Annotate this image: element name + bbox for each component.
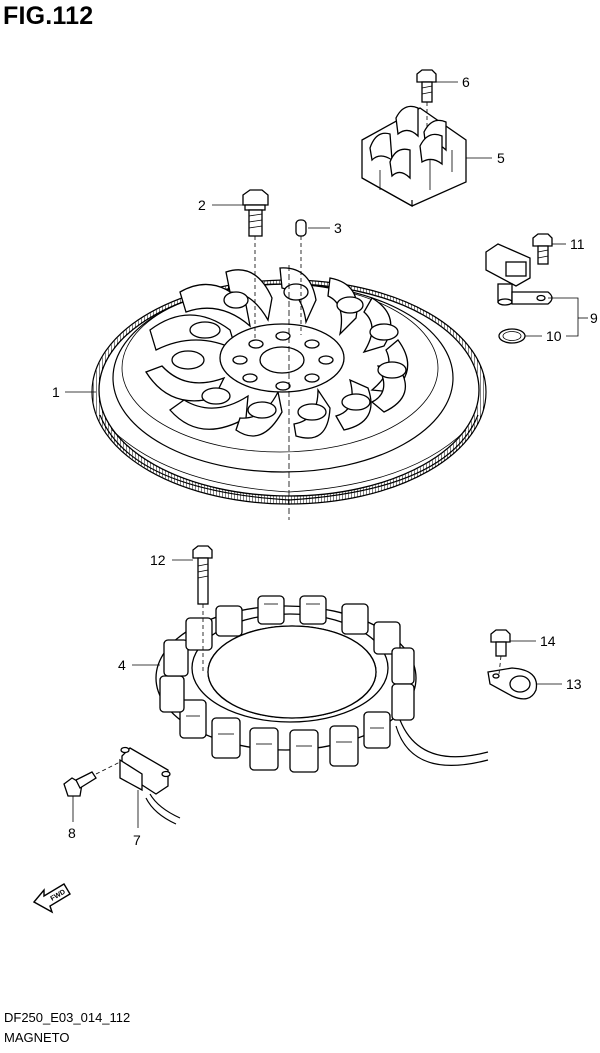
stator-coils [159, 595, 415, 773]
coil-winding-lines [186, 603, 384, 747]
leader-lines [65, 81, 588, 828]
pulser-screw-part[interactable] [63, 761, 121, 797]
flywheel-windows [171, 283, 407, 421]
figure-code: DF250_E03_014_112 [4, 1010, 131, 1025]
callout-1: 1 [52, 384, 60, 400]
figure-caption: MAGNETO [4, 1030, 70, 1045]
callout-9: 9 [590, 310, 598, 326]
stator-bolt-part[interactable] [192, 545, 213, 672]
callout-13: 13 [566, 676, 582, 692]
callout-6: 6 [462, 74, 470, 90]
callout-3: 3 [334, 220, 342, 236]
hub-bolt-holes [232, 331, 334, 391]
clamp-bolt-part[interactable] [490, 629, 511, 675]
stator-part[interactable] [155, 595, 489, 773]
wire-clamp-part[interactable] [487, 667, 538, 700]
callout-14: 14 [540, 633, 556, 649]
o-ring-part[interactable] [498, 328, 526, 344]
pulser-coil-part[interactable] [119, 746, 181, 825]
sensor-bolt-part[interactable] [532, 233, 553, 265]
holder-bolt-part[interactable] [416, 69, 437, 128]
cable-holder-part[interactable] [361, 105, 467, 208]
callout-4: 4 [118, 657, 126, 673]
callout-7: 7 [133, 832, 141, 848]
fwd-arrow-icon: FWD [32, 883, 71, 914]
callout-5: 5 [497, 150, 505, 166]
callout-11: 11 [570, 236, 585, 252]
callout-8: 8 [68, 825, 76, 841]
dowel-pin-part[interactable] [295, 219, 307, 335]
figure-title: FIG.112 [3, 2, 94, 30]
callout-12: 12 [150, 552, 166, 568]
callout-10: 10 [546, 328, 562, 344]
flywheel-part[interactable] [91, 265, 487, 520]
callout-numbers: 1 2 3 4 5 6 7 8 9 10 11 12 13 14 [52, 74, 598, 848]
callout-2: 2 [198, 197, 206, 213]
crank-position-sensor-part[interactable] [485, 243, 553, 306]
